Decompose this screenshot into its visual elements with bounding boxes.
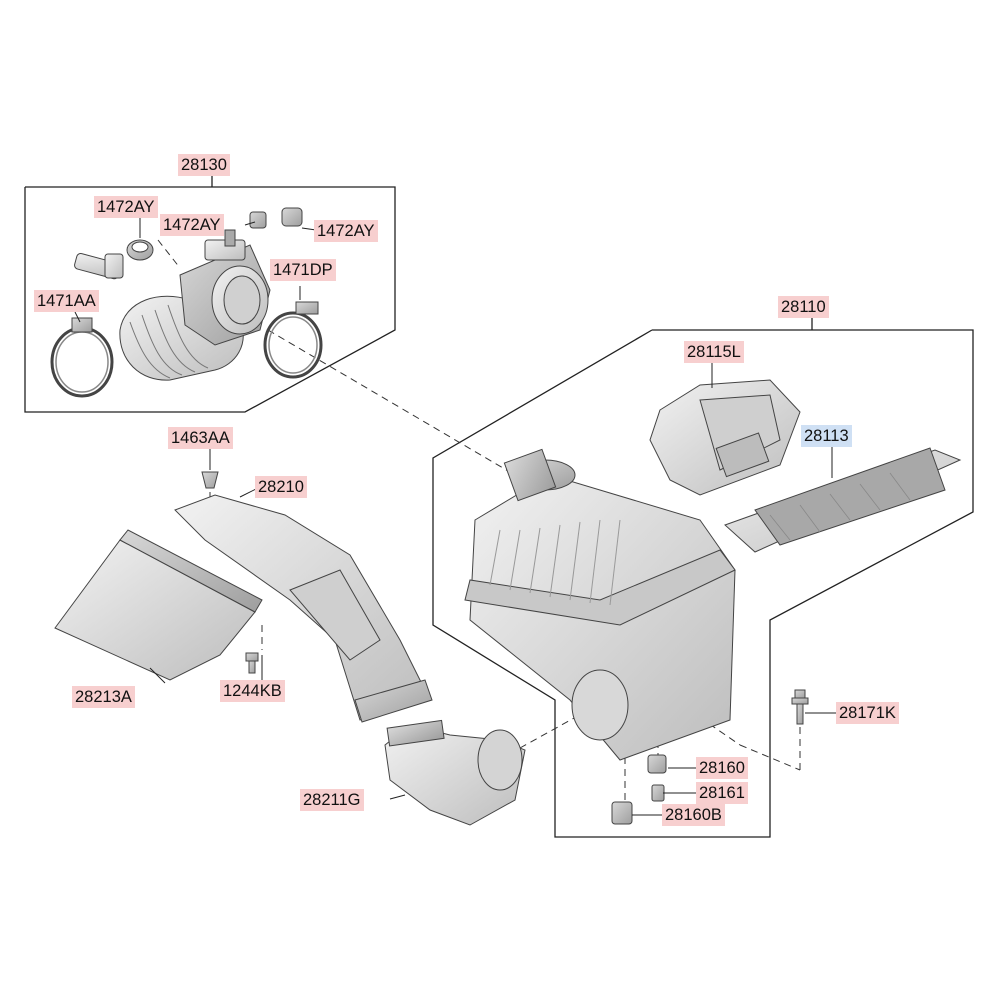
callout-28115L[interactable]: 28115L [684, 341, 744, 363]
callout-28113[interactable]: 28113 [801, 425, 852, 447]
clamp-1472AY-left [126, 239, 154, 261]
callout-28161[interactable]: 28161 [696, 782, 748, 804]
leader-lines [149, 449, 838, 816]
shield-28213A [54, 529, 263, 681]
callout-1472AY-middle[interactable]: 1472AY [160, 214, 224, 236]
air-duct-28210 [174, 494, 433, 723]
clamp-1471DP [263, 301, 323, 379]
air-filter-28113 [724, 447, 962, 553]
callout-28110[interactable]: 28110 [778, 296, 829, 318]
callout-1244KB[interactable]: 1244KB [220, 680, 285, 702]
clamp-1471AA [50, 317, 114, 398]
callout-1472AY-left[interactable]: 1472AY [94, 196, 158, 218]
callout-28210[interactable]: 28210 [255, 476, 307, 498]
callout-28213A[interactable]: 28213A [72, 686, 135, 708]
air-cleaner-cover-28115L [649, 360, 801, 496]
group-outline-28130 [24, 176, 396, 413]
callout-28130[interactable]: 28130 [178, 154, 230, 176]
callout-28171K[interactable]: 28171K [836, 702, 899, 724]
elbow-duct-28211G [384, 719, 526, 826]
callout-1463AA[interactable]: 1463AA [168, 427, 233, 449]
callout-1471DP[interactable]: 1471DP [270, 259, 336, 281]
intake-hose-28130 [119, 229, 271, 381]
callout-28211G[interactable]: 28211G [300, 789, 364, 811]
callout-28160B[interactable]: 28160B [662, 804, 725, 826]
grommet-1463AA [201, 471, 219, 489]
air-cleaner-body-28110 [464, 448, 736, 825]
callout-1472AY-right[interactable]: 1472AY [314, 220, 378, 242]
group-outline-28110 [432, 318, 974, 838]
bolt-28171K [791, 689, 809, 725]
caps-1472AY [249, 207, 303, 229]
air-flow-sensor [74, 252, 124, 280]
callout-1471AA[interactable]: 1471AA [34, 290, 99, 312]
callout-28160[interactable]: 28160 [696, 757, 748, 779]
bolt-1244KB [245, 652, 259, 674]
